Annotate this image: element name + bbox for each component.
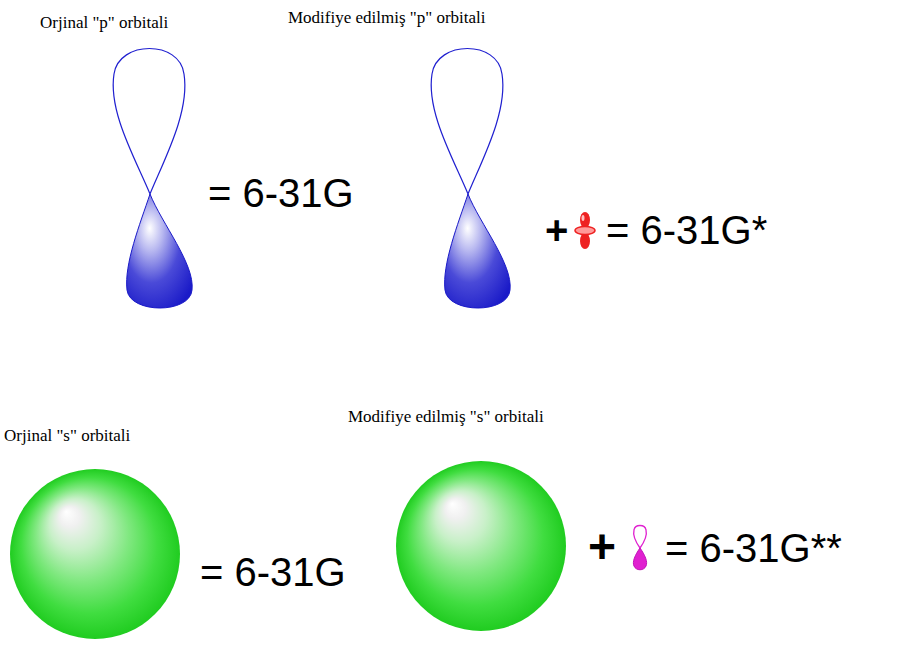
section-heading: Modifiye edilmiş "p" orbitali xyxy=(288,8,486,28)
basis-set-label: = 6-31G** xyxy=(665,524,842,572)
p-orbital xyxy=(113,49,192,309)
s-orbital xyxy=(396,461,566,631)
d-orbital xyxy=(575,212,595,249)
basis-set-label: = 6-31G xyxy=(208,169,354,217)
section-heading: Modifiye edilmiş "s" orbitali xyxy=(348,407,544,427)
p-orbital xyxy=(431,49,510,309)
s-orbital xyxy=(10,469,180,639)
p-polarization xyxy=(633,526,646,570)
basis-set-label: = 6-31G* xyxy=(606,206,767,254)
plus-sign: + xyxy=(588,518,616,576)
basis-set-label: = 6-31G xyxy=(200,548,346,596)
section-heading: Orjinal "s" orbitali xyxy=(4,426,130,446)
plus-sign: + xyxy=(545,206,568,254)
section-heading: Orjinal "p" orbitali xyxy=(40,13,168,33)
